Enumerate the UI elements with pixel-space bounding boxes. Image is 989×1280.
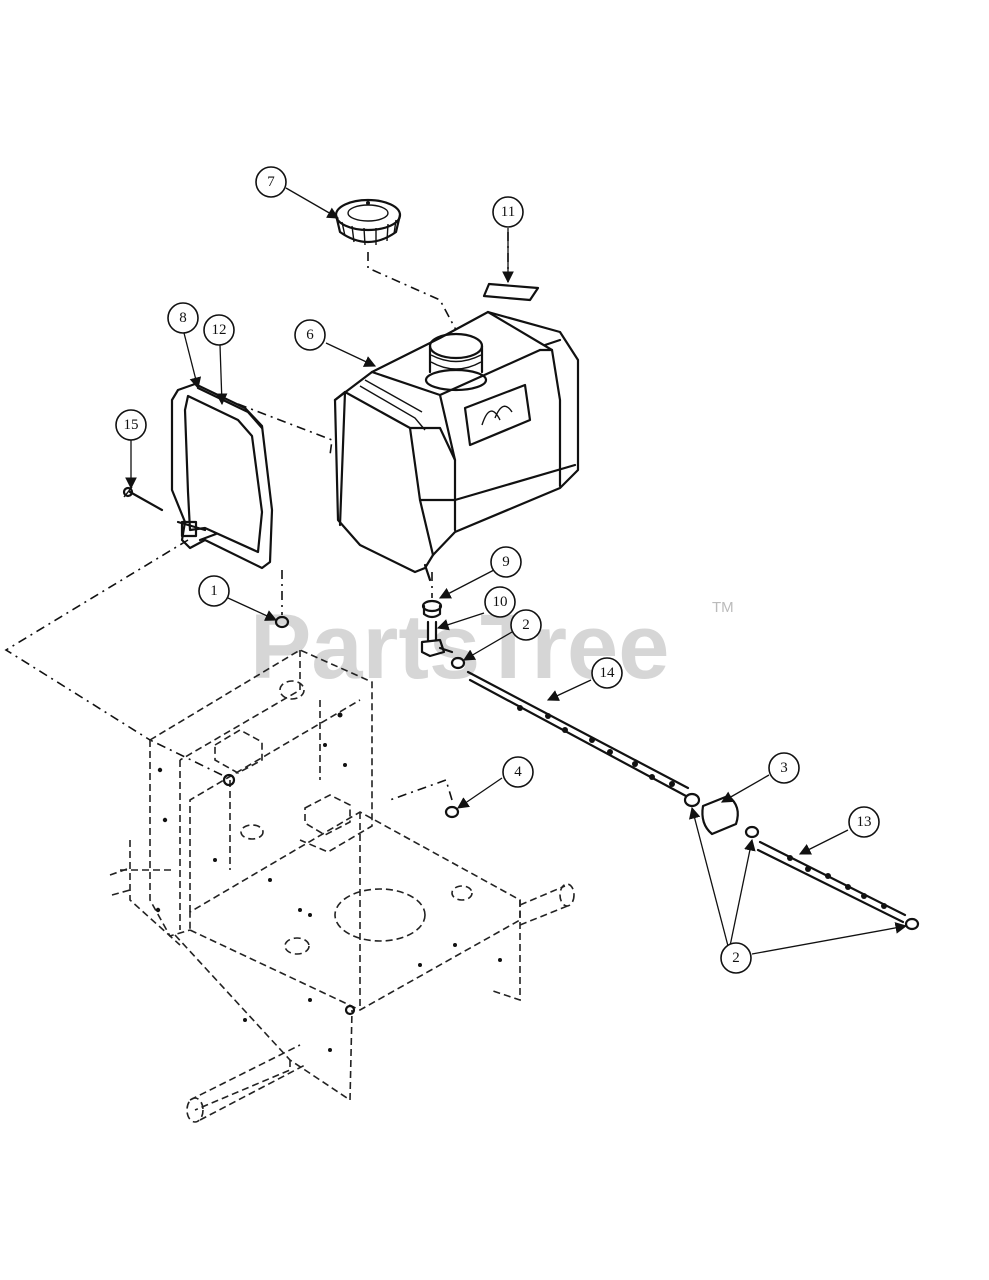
svg-text:3: 3	[780, 760, 788, 776]
callout-9[interactable]: 9	[490, 546, 522, 578]
callout-13[interactable]: 13	[848, 806, 880, 838]
svg-text:14: 14	[600, 665, 616, 681]
callout-8[interactable]: 8	[167, 302, 199, 334]
svg-text:6: 6	[306, 327, 314, 343]
watermark-trademark: TM	[712, 599, 734, 616]
svg-text:13: 13	[857, 814, 872, 830]
fuel-line-upper	[466, 670, 690, 798]
svg-text:11: 11	[501, 204, 515, 220]
callout-14[interactable]: 14	[591, 657, 623, 689]
strap-pin	[122, 486, 164, 512]
callout-1[interactable]: 1	[198, 575, 230, 607]
callout-4[interactable]: 4	[502, 756, 534, 788]
svg-text:9: 9	[502, 554, 510, 570]
fuel-cap	[334, 198, 402, 246]
svg-text:2: 2	[732, 950, 740, 966]
svg-text:2: 2	[522, 617, 530, 633]
chassis-frame	[109, 649, 575, 1123]
svg-text:8: 8	[179, 310, 187, 326]
decal	[482, 282, 540, 302]
svg-text:4: 4	[514, 764, 522, 780]
svg-text:7: 7	[267, 174, 275, 190]
callout-10[interactable]: 10	[484, 586, 516, 618]
callout-2-upper[interactable]: 2	[510, 609, 542, 641]
svg-text:10: 10	[493, 594, 508, 610]
callout-7[interactable]: 7	[255, 166, 287, 198]
svg-text:15: 15	[124, 417, 139, 433]
callout-12[interactable]: 12	[203, 314, 235, 346]
leader-lines	[125, 187, 908, 955]
svg-text:12: 12	[212, 322, 227, 338]
callouts: 7 11 8 12 6 15 9 10	[115, 166, 880, 974]
svg-text:1: 1	[210, 583, 218, 599]
fuel-fittings	[420, 599, 466, 670]
callout-15[interactable]: 15	[115, 409, 147, 441]
fuel-filter-assembly	[683, 792, 920, 931]
tank-strap	[170, 382, 274, 570]
callout-3[interactable]: 3	[768, 752, 800, 784]
nuts	[274, 615, 460, 819]
callout-6[interactable]: 6	[294, 319, 326, 351]
callout-11[interactable]: 11	[492, 196, 524, 228]
callout-2-lower[interactable]: 2	[720, 942, 752, 974]
fuel-tank	[333, 310, 580, 582]
